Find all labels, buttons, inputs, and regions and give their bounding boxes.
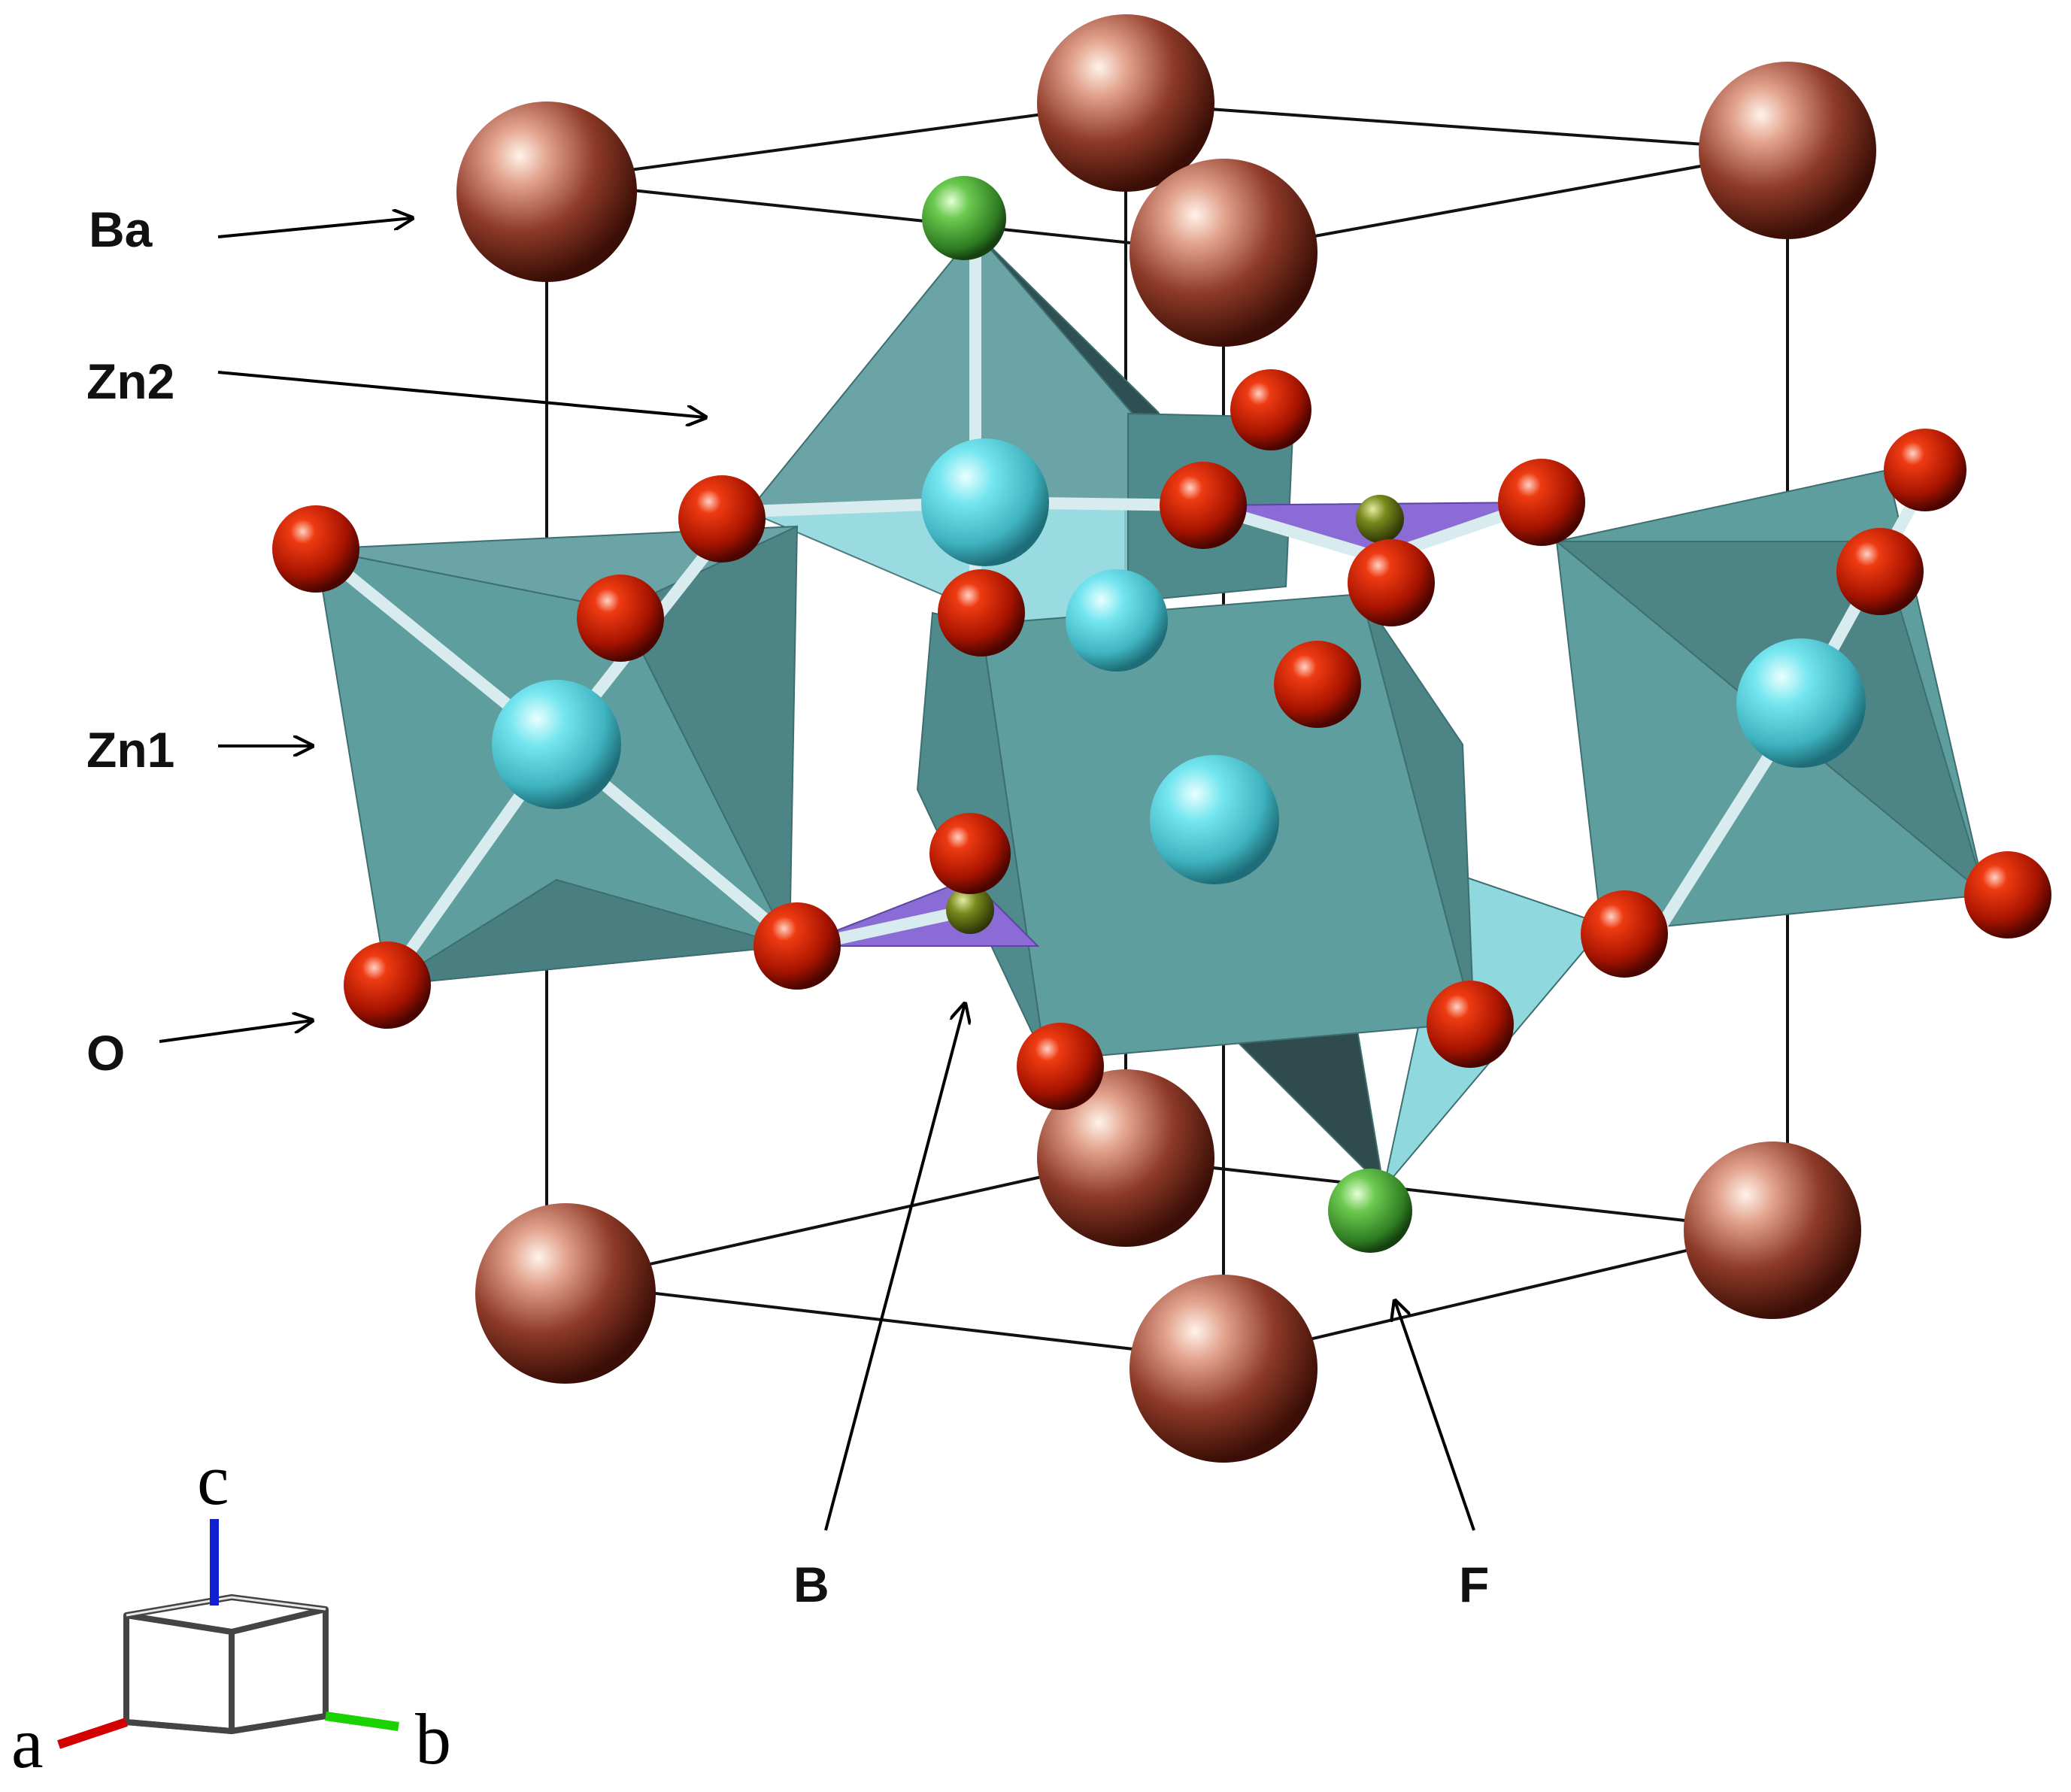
o-atom	[1884, 429, 1966, 511]
f-arrow	[1395, 1301, 1475, 1531]
b-atom	[1356, 495, 1404, 543]
f-atom	[922, 176, 1006, 260]
ba-atom	[1684, 1142, 1861, 1319]
label-f: F	[1459, 1557, 1489, 1612]
ba-atom	[456, 102, 637, 282]
zn-atom	[1066, 569, 1168, 672]
axis-a-label: a	[11, 1703, 44, 1783]
b-atoms	[946, 495, 1404, 934]
zn2-arrow	[217, 371, 705, 417]
o-atom	[1230, 369, 1311, 450]
label-o: O	[86, 1025, 125, 1081]
o-atom	[1427, 981, 1514, 1068]
ba-atom	[1037, 14, 1214, 192]
o-atom	[1348, 539, 1435, 626]
zn-atoms	[492, 438, 1866, 884]
ba-atom	[1699, 62, 1876, 239]
zn-atom	[1150, 755, 1279, 884]
o-arrow	[159, 1020, 312, 1043]
axis-b-label: b	[415, 1699, 451, 1779]
o-atom	[929, 813, 1011, 894]
o-atom	[1836, 528, 1924, 615]
o-atoms	[272, 369, 2051, 1110]
ba-atoms-front	[456, 102, 1861, 1463]
ba-arrow	[217, 218, 412, 238]
axis-b-line	[325, 1712, 399, 1731]
ba-atom	[1129, 159, 1317, 347]
o-atom	[1017, 1023, 1104, 1110]
zn-atom	[492, 680, 621, 809]
o-atom	[272, 505, 359, 593]
o-atom	[1160, 462, 1247, 549]
o-atom	[1581, 890, 1668, 978]
o-atom	[1498, 459, 1585, 546]
axis-c-label: c	[197, 1439, 229, 1520]
ba-atom	[1129, 1275, 1317, 1463]
f-atom	[1328, 1169, 1412, 1253]
label-b: B	[793, 1557, 829, 1612]
o-atom	[1274, 641, 1361, 728]
o-atom	[678, 475, 766, 562]
b-atom	[946, 886, 994, 934]
zn-atom	[1736, 638, 1866, 768]
o-atom	[938, 569, 1025, 656]
label-arrows	[159, 218, 1475, 1531]
o-atom	[344, 941, 431, 1029]
label-zn2: Zn2	[86, 353, 174, 409]
ba-atom	[475, 1203, 656, 1384]
o-atom	[577, 575, 664, 662]
b-arrow	[824, 1004, 965, 1531]
ba-atoms-back	[1037, 14, 1876, 1247]
axes-orientation-cube: c a b	[11, 1439, 451, 1783]
f-atoms	[922, 176, 1412, 1253]
label-ba: Ba	[89, 202, 153, 257]
ba-atom	[1037, 1069, 1214, 1247]
axis-a-line	[57, 1718, 128, 1749]
label-zn1: Zn1	[86, 722, 174, 778]
zn-atom	[921, 438, 1049, 566]
atom-labels: Ba Zn2 Zn1 O B F	[86, 202, 1489, 1612]
o-atom	[754, 902, 841, 990]
o-atom	[1964, 851, 2051, 938]
